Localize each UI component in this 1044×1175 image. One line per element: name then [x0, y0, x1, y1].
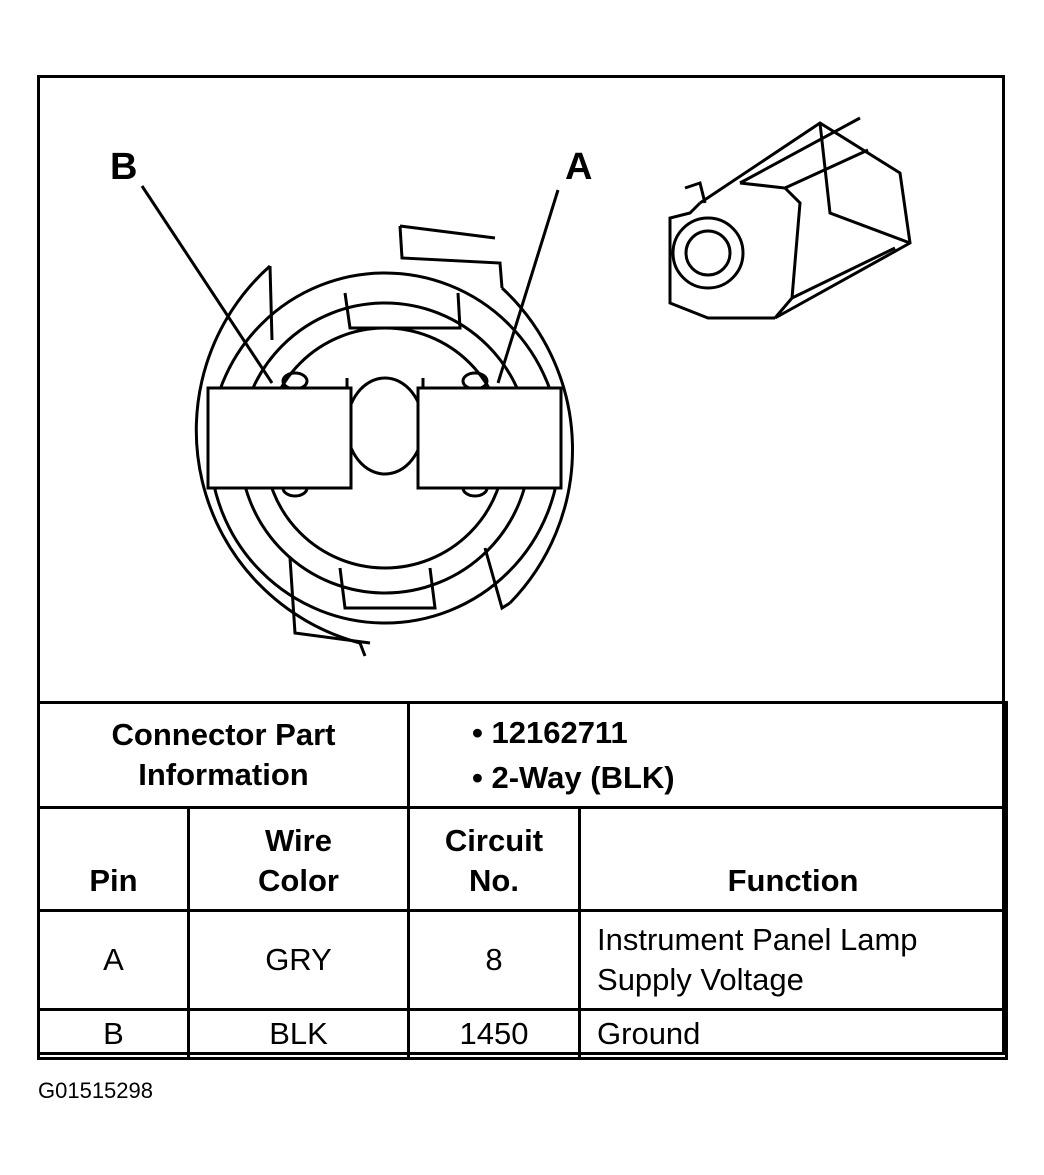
cell-wire-color: GRY	[186, 909, 411, 1011]
connector-type: 2-Way (BLK)	[491, 760, 675, 795]
table-header-row: Pin Wire Color Circuit No. Function	[37, 806, 1009, 912]
connector-part-title-line1: Connector Part	[111, 717, 336, 752]
terminal-b	[206, 386, 353, 490]
connector-face-drawing	[140, 116, 912, 657]
connector-type-item: • 2-Way (BLK)	[472, 760, 675, 795]
figure-code: G01515298	[38, 1078, 153, 1103]
header-wire-color-line1: Wire	[265, 823, 332, 858]
header-wire-color: Wire Color	[186, 806, 411, 912]
connector-part-row: Connector Part Information • 12162711 • …	[36, 701, 1009, 809]
cell-function-line2: Supply Voltage	[597, 962, 804, 997]
part-number-item: • 12162711	[472, 715, 628, 750]
connector-info-table: Connector Part Information • 12162711 • …	[36, 701, 1009, 1060]
pin-label-b: B	[110, 146, 138, 188]
header-circuit-no: Circuit No.	[407, 806, 582, 912]
connector-part-title: Connector Part Information	[36, 701, 411, 809]
cell-function: Instrument Panel Lamp Supply Voltage	[578, 909, 1009, 1011]
terminal-a	[416, 386, 563, 490]
connector-perspective-drawing	[668, 116, 912, 320]
header-wire-color-line2: Color	[258, 863, 339, 898]
header-circuit-line2: No.	[469, 863, 519, 898]
figure-frame: B A Connector Part Information • 1216271…	[36, 75, 1009, 1060]
header-pin: Pin	[37, 806, 190, 912]
table-row: B BLK 1450 Ground	[37, 1008, 1009, 1060]
cell-wire-color: BLK	[186, 1008, 411, 1060]
cell-pin: A	[37, 909, 190, 1011]
cell-function: Ground	[578, 1008, 1009, 1060]
connector-diagram: B A	[40, 78, 1002, 703]
cell-circuit: 1450	[407, 1008, 582, 1060]
cell-function-line1: Instrument Panel Lamp	[597, 922, 918, 957]
connector-part-title-line2: Information	[138, 757, 309, 792]
pin-label-a: A	[565, 146, 593, 188]
leader-line-a	[496, 189, 560, 384]
cell-circuit: 8	[407, 909, 582, 1011]
leader-line-b	[140, 185, 274, 384]
table-row: A GRY 8 Instrument Panel Lamp Supply Vol…	[37, 909, 1009, 1011]
header-function: Function	[578, 806, 1009, 912]
part-number: 12162711	[491, 715, 628, 750]
cell-pin: B	[37, 1008, 190, 1060]
header-circuit-line1: Circuit	[444, 823, 544, 858]
connector-part-info: • 12162711 • 2-Way (BLK)	[407, 701, 1009, 809]
